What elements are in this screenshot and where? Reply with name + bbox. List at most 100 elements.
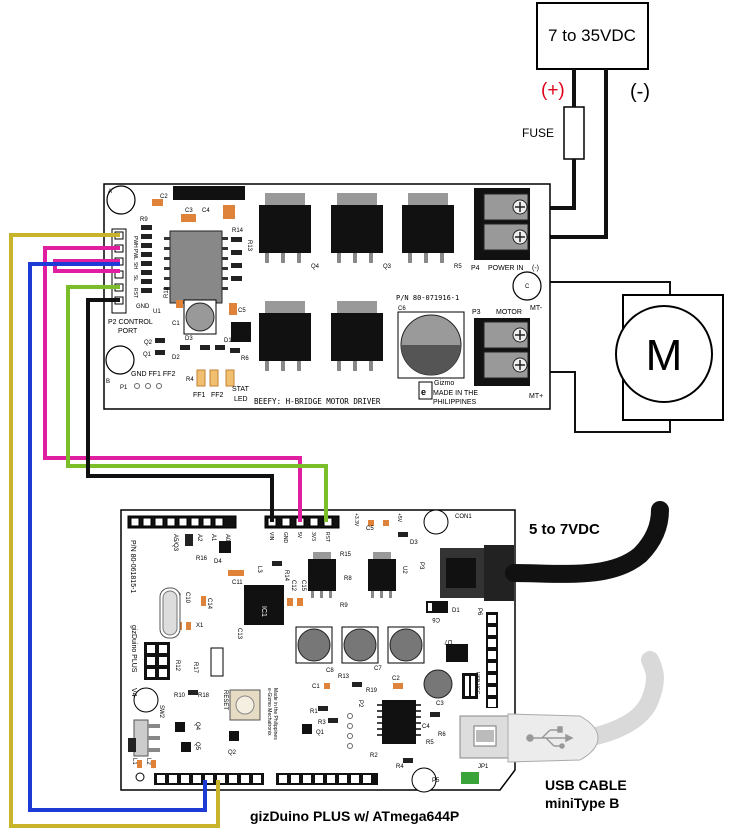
green-wire bbox=[66, 285, 328, 522]
label-d2: R4 bbox=[186, 377, 194, 383]
control-wires bbox=[9, 233, 328, 828]
blue-wire bbox=[28, 262, 207, 812]
reset-button[interactable] bbox=[229, 689, 261, 721]
pin-label-pwh: PWH bbox=[132, 236, 138, 248]
label-r3: D2 bbox=[172, 355, 180, 361]
capacitor-c1 bbox=[185, 302, 215, 332]
label-p3-g: P3 bbox=[418, 562, 424, 570]
corner-c: C bbox=[525, 284, 530, 290]
label-r13: R13 bbox=[246, 240, 252, 252]
digital-header-bottom-left bbox=[154, 773, 264, 785]
label-a5q3: A5/Q3 bbox=[172, 534, 178, 552]
svg-text:C8: C8 bbox=[326, 668, 334, 674]
label-r11-g: D3 bbox=[410, 540, 418, 546]
p4-label: P4 bbox=[471, 265, 480, 272]
stat-label: STAT bbox=[232, 386, 250, 393]
motor: M bbox=[615, 294, 724, 421]
mfg-label-2: Made in the Philippines bbox=[272, 688, 278, 740]
gizduino-side-label: gizDuino PLUS bbox=[130, 625, 137, 673]
port-label-2: PORT bbox=[118, 328, 138, 335]
usb-chip bbox=[377, 700, 421, 744]
header-5v: 5V bbox=[296, 532, 302, 539]
label-l3-g: L3 bbox=[256, 566, 262, 573]
usb-cable bbox=[459, 651, 664, 763]
reset-label: RESET bbox=[222, 690, 228, 710]
label-q5-g: Q5 bbox=[194, 742, 200, 751]
label-c6: C6 bbox=[398, 306, 406, 312]
hbridge-board: A B C GND P2 CONTROL PORT PWH PWL SH SL … bbox=[103, 183, 551, 410]
plus5-label: +5V bbox=[396, 513, 402, 523]
label-c13-g: C13 bbox=[236, 628, 242, 640]
label-c15-g: C15 bbox=[300, 580, 306, 592]
label-a1: A1 bbox=[210, 534, 216, 542]
dc-cable bbox=[505, 501, 669, 583]
label-c3: C3 bbox=[185, 208, 193, 214]
label-r1: R6 bbox=[241, 356, 249, 362]
label-r14: R14 bbox=[232, 228, 244, 234]
hbridge-title: BEEFY: H-BRIDGE MOTOR DRIVER bbox=[254, 397, 381, 406]
svg-text:C3: C3 bbox=[436, 701, 444, 707]
black-wire bbox=[86, 298, 274, 522]
label-r2: D1 bbox=[224, 338, 232, 344]
label-c1: C1 bbox=[172, 321, 180, 327]
svg-text:Q4: Q4 bbox=[311, 264, 320, 270]
brand-label: Gizmo bbox=[434, 380, 454, 387]
pin-label-sl: SL bbox=[132, 275, 138, 281]
mt-minus-label: MT- bbox=[530, 305, 543, 312]
label-r8-g: R8 bbox=[344, 576, 352, 582]
digital-header-right bbox=[486, 612, 498, 708]
label-d4-g: D4 bbox=[214, 559, 222, 565]
digital-header-bottom-right bbox=[276, 773, 378, 785]
label-d6-g: L2 bbox=[145, 758, 151, 765]
jumper-l2 bbox=[461, 772, 479, 784]
label-c10-g: C10 bbox=[184, 592, 190, 604]
made-in-label: MADE IN THE bbox=[433, 390, 478, 397]
power-in-minus: (-) bbox=[532, 265, 539, 272]
corner-b: B bbox=[106, 379, 110, 385]
label-a2: A2 bbox=[196, 534, 202, 542]
motor-terminal-label: MOTOR bbox=[496, 309, 522, 316]
power-in-label: POWER IN bbox=[488, 265, 523, 272]
power-supply: 7 to 35VDC (+) (-) FUSE bbox=[522, 2, 650, 160]
label-r6-g: R6 bbox=[438, 732, 446, 738]
label-x1-g: X1 bbox=[196, 623, 204, 629]
header-vin: VIN bbox=[268, 532, 274, 541]
label-p5-g: P5 bbox=[432, 778, 440, 784]
motor-terminal bbox=[474, 318, 530, 386]
analog-header bbox=[127, 515, 237, 529]
led-label: LED bbox=[234, 396, 248, 403]
capacitor-c7: C7 bbox=[341, 626, 382, 672]
fuse bbox=[563, 106, 585, 160]
label-q2-g: Q2 bbox=[228, 750, 237, 756]
label-c4-g: C4 bbox=[422, 724, 430, 730]
mosfet-q1: Q3 bbox=[331, 193, 392, 270]
dc-jack bbox=[440, 545, 514, 601]
label-r12-g: R12 bbox=[174, 660, 180, 672]
led-ff1 bbox=[196, 369, 206, 387]
mount-hole-a bbox=[106, 185, 136, 215]
minus-label: (-) bbox=[630, 81, 650, 103]
label-r6: Q2 bbox=[144, 340, 153, 346]
port-label-1: P2 CONTROL bbox=[108, 319, 153, 326]
label-c2-g: C2 bbox=[392, 676, 400, 682]
label-r12: R12 bbox=[164, 286, 170, 298]
v4-label: V4 bbox=[130, 688, 137, 697]
capacitor-c3g: C3 bbox=[423, 669, 453, 707]
header-3v3: 3V3 bbox=[310, 532, 316, 541]
svg-text:Q3: Q3 bbox=[383, 264, 392, 270]
label-c11-g: C11 bbox=[232, 580, 243, 586]
label-jp1-g: JP1 bbox=[478, 764, 489, 770]
label-d7-g: D7 bbox=[444, 638, 452, 644]
usb-cable-label-1: USB CABLE bbox=[545, 777, 627, 793]
label-d1-g: D1 bbox=[452, 608, 460, 614]
label-c12-g: C12 bbox=[290, 580, 296, 592]
label-a0: A0 bbox=[224, 534, 230, 542]
plus33-label: +3.3V bbox=[353, 513, 359, 527]
svg-text:e: e bbox=[421, 387, 426, 397]
header-gnd: GND bbox=[282, 532, 288, 544]
diode-d7 bbox=[446, 644, 468, 662]
led-ff2 bbox=[209, 369, 219, 387]
five-to-seven-label: 5 to 7VDC bbox=[529, 521, 600, 538]
header-rst: RST bbox=[324, 532, 330, 542]
power-switch[interactable] bbox=[128, 719, 160, 757]
